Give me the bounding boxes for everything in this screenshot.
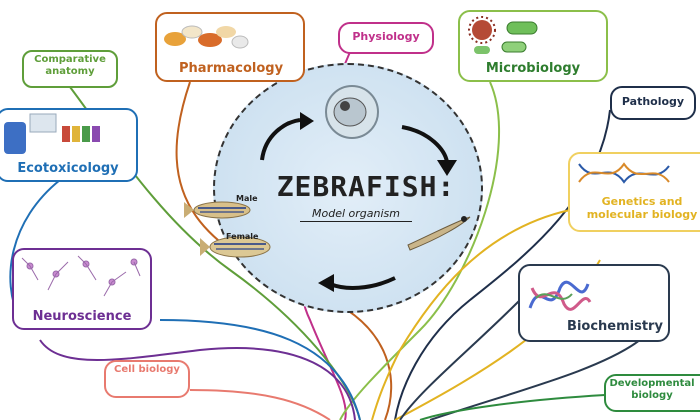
arrowhead-bottom <box>318 274 334 292</box>
male-label: Male <box>236 194 258 203</box>
node-developmental-biology[interactable] <box>604 374 700 412</box>
neurons-icon <box>21 255 141 297</box>
biochemistry-label: Biochemistry <box>567 319 663 334</box>
connector-cell-biology <box>189 389 331 420</box>
male-fish-icon <box>184 201 251 219</box>
dna-icon <box>578 162 670 184</box>
node-genetics[interactable] <box>568 152 700 232</box>
physiology-label: Physiology <box>352 30 420 43</box>
ecotoxicology-label: Ecotoxicology <box>17 161 119 176</box>
node-neuroscience[interactable] <box>12 248 152 330</box>
embryo-icon <box>325 85 379 139</box>
cycle-arrow-right <box>401 125 449 163</box>
node-cell-biology[interactable] <box>104 360 190 398</box>
connector-neuroscience <box>39 339 356 420</box>
lab-bottles-icon <box>4 113 100 154</box>
cell-biology-label: Cell biology <box>114 364 180 375</box>
developmental-biology-label: Developmental biology <box>609 378 695 401</box>
larva-icon <box>407 216 471 251</box>
genetics-label: Genetics and molecular biology <box>586 195 698 221</box>
protein-structure-icon <box>528 280 592 311</box>
connector-developmental <box>419 394 606 420</box>
node-pathology[interactable] <box>610 86 696 120</box>
connector-genetics <box>371 209 571 420</box>
neuroscience-label: Neuroscience <box>32 309 132 324</box>
female-label: Female <box>226 232 259 241</box>
arrowhead-top-left <box>300 112 314 130</box>
comparative-anatomy-label: Comparative anatomy <box>34 54 106 77</box>
female-fish-icon <box>200 236 271 258</box>
hub-title: ZEBRAFISH: <box>276 170 456 203</box>
node-comparative-anatomy[interactable] <box>22 50 118 88</box>
connector-biochemistry <box>399 299 521 420</box>
node-physiology[interactable] <box>338 22 434 54</box>
microbiology-label: Microbiology <box>485 61 581 76</box>
connector-microbiology <box>339 81 500 420</box>
cycle-arrow-top-left <box>260 118 301 161</box>
microbes-icon <box>468 16 538 54</box>
node-pharmacology[interactable] <box>155 12 305 82</box>
pharmacology-label: Pharmacology <box>178 61 284 76</box>
hub-subtitle: Model organism <box>300 207 412 222</box>
pathology-label: Pathology <box>621 95 685 108</box>
node-biochemistry[interactable] <box>518 264 670 342</box>
arrowhead-right <box>437 160 457 176</box>
connector-ecotoxicology-2 <box>159 319 361 420</box>
pills-icon <box>164 25 249 49</box>
cycle-arrow-bottom <box>329 276 396 290</box>
